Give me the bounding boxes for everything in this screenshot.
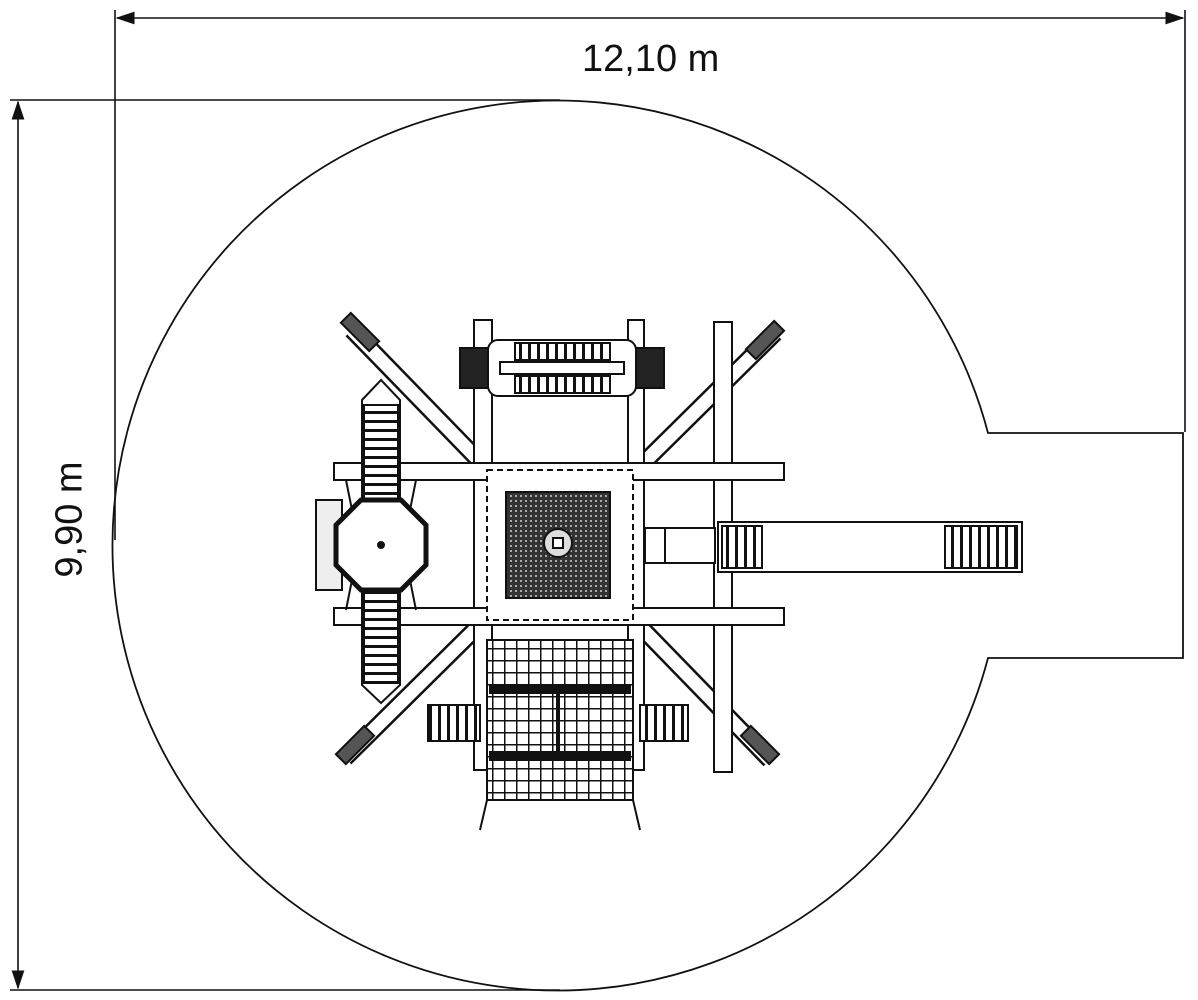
slide — [644, 521, 1023, 573]
width-dimension-line — [114, 10, 1186, 540]
top-bridge — [459, 339, 665, 397]
depth-dimension-line — [10, 99, 560, 991]
bottom-climbing-net — [427, 639, 689, 831]
width-label: 12,10 m — [582, 38, 720, 80]
depth-label: 9,90 m — [48, 461, 91, 578]
left-tower — [315, 378, 429, 705]
safety-area-outline — [111, 99, 1184, 992]
